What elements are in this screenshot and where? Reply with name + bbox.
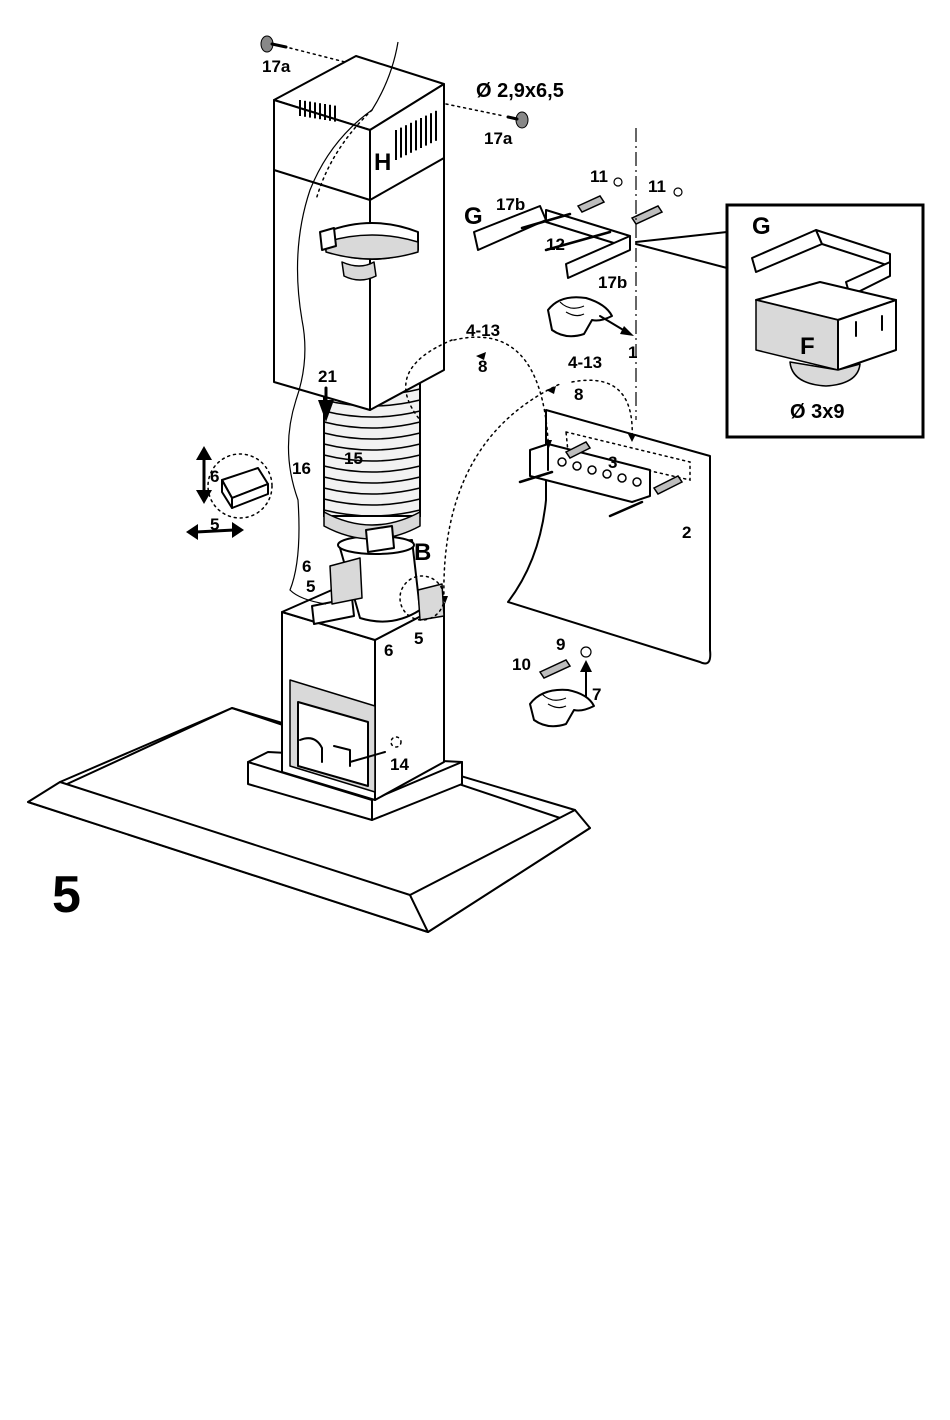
label-17a-right: 17a — [484, 129, 513, 148]
label-7: 7 — [592, 685, 601, 704]
label-6-right: 6 — [384, 641, 393, 660]
label-9: 9 — [556, 635, 565, 654]
label-2: 2 — [682, 523, 691, 542]
drill-hand-top — [548, 297, 634, 336]
label-H: H — [374, 149, 391, 176]
label-screw-size-inset: Ø 3x9 — [790, 401, 844, 423]
label-6-box: 6 — [210, 467, 219, 486]
label-15: 15 — [344, 449, 363, 468]
label-11-right: 11 — [648, 177, 666, 196]
inset-detail-box — [636, 205, 923, 437]
label-B: B — [414, 539, 431, 566]
rail-hole — [573, 462, 581, 470]
label-16: 16 — [292, 459, 311, 478]
label-screw-size-chimney: Ø 2,9x6,5 — [476, 80, 564, 102]
label-4-13-a: 4-13 — [466, 321, 500, 340]
label-17a-top: 17a — [262, 57, 291, 76]
label-F: F — [800, 333, 815, 360]
label-17b-right: 17b — [598, 273, 627, 292]
label-21: 21 — [318, 367, 337, 386]
wall-2 — [508, 410, 710, 664]
label-1: 1 — [628, 343, 637, 362]
label-5-left: 5 — [306, 577, 315, 596]
figure-number: 5 — [52, 866, 81, 924]
connector-detail — [186, 446, 272, 540]
label-6-left: 6 — [302, 557, 311, 576]
rail-hole — [633, 478, 641, 486]
label-3: 3 — [608, 453, 617, 472]
label-12: 12 — [546, 235, 565, 254]
label-17b-left: 17b — [496, 195, 525, 214]
rail-hole — [558, 458, 566, 466]
screw-17a-right — [446, 104, 528, 128]
label-G-inset: G — [752, 213, 771, 240]
label-8-a: 8 — [478, 357, 487, 376]
rail-hole — [588, 466, 596, 474]
label-14: 14 — [390, 755, 409, 774]
label-5-box: 5 — [210, 515, 219, 534]
label-4-13-b: 4-13 — [568, 353, 602, 372]
rail-hole — [618, 474, 626, 482]
label-G: G — [464, 203, 483, 230]
label-11-left: 11 — [590, 167, 608, 186]
label-5-right: 5 — [414, 629, 423, 648]
label-8-b: 8 — [574, 385, 583, 404]
drill-hand-bottom — [530, 647, 594, 726]
label-10: 10 — [512, 655, 531, 674]
